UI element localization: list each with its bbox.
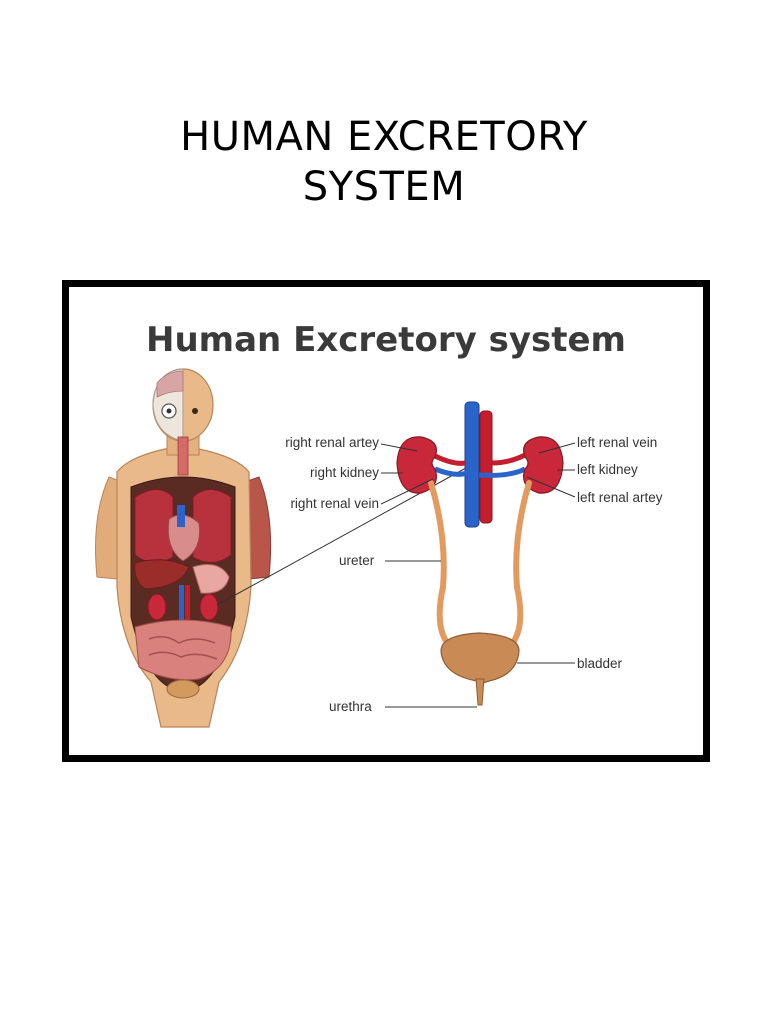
label-right-renal-vein: right renal vein xyxy=(290,496,379,511)
leader-right-renal-vein xyxy=(380,478,434,505)
page-title-line-1: HUMAN EXCRETORY xyxy=(180,114,588,160)
label-ureter: ureter xyxy=(339,553,375,568)
human-body-illustration xyxy=(95,368,272,728)
label-right-renal-artery: right renal artey xyxy=(285,435,379,450)
leader-right-renal-artery xyxy=(380,443,418,452)
excretory-system-diagram: Human Excretory system xyxy=(95,320,663,728)
label-left-renal-vein: left renal vein xyxy=(577,435,657,450)
label-left-renal-artery: left renal artey xyxy=(577,490,663,505)
page-title-line-2: SYSTEM xyxy=(302,164,466,210)
diagram-labels: right renal artey right kidney right ren… xyxy=(285,435,663,714)
label-left-kidney: left kidney xyxy=(577,462,638,477)
leader-left-renal-vein xyxy=(538,442,576,454)
figure-frame: Human Excretory system xyxy=(62,280,710,762)
label-urethra: urethra xyxy=(329,699,372,714)
page-title: HUMAN EXCRETORY SYSTEM xyxy=(0,112,768,212)
urinary-system-detail xyxy=(396,401,564,706)
figure-title: Human Excretory system xyxy=(146,320,626,360)
leader-left-renal-artery xyxy=(526,476,576,498)
label-bladder: bladder xyxy=(577,656,623,671)
label-right-kidney: right kidney xyxy=(310,465,379,480)
